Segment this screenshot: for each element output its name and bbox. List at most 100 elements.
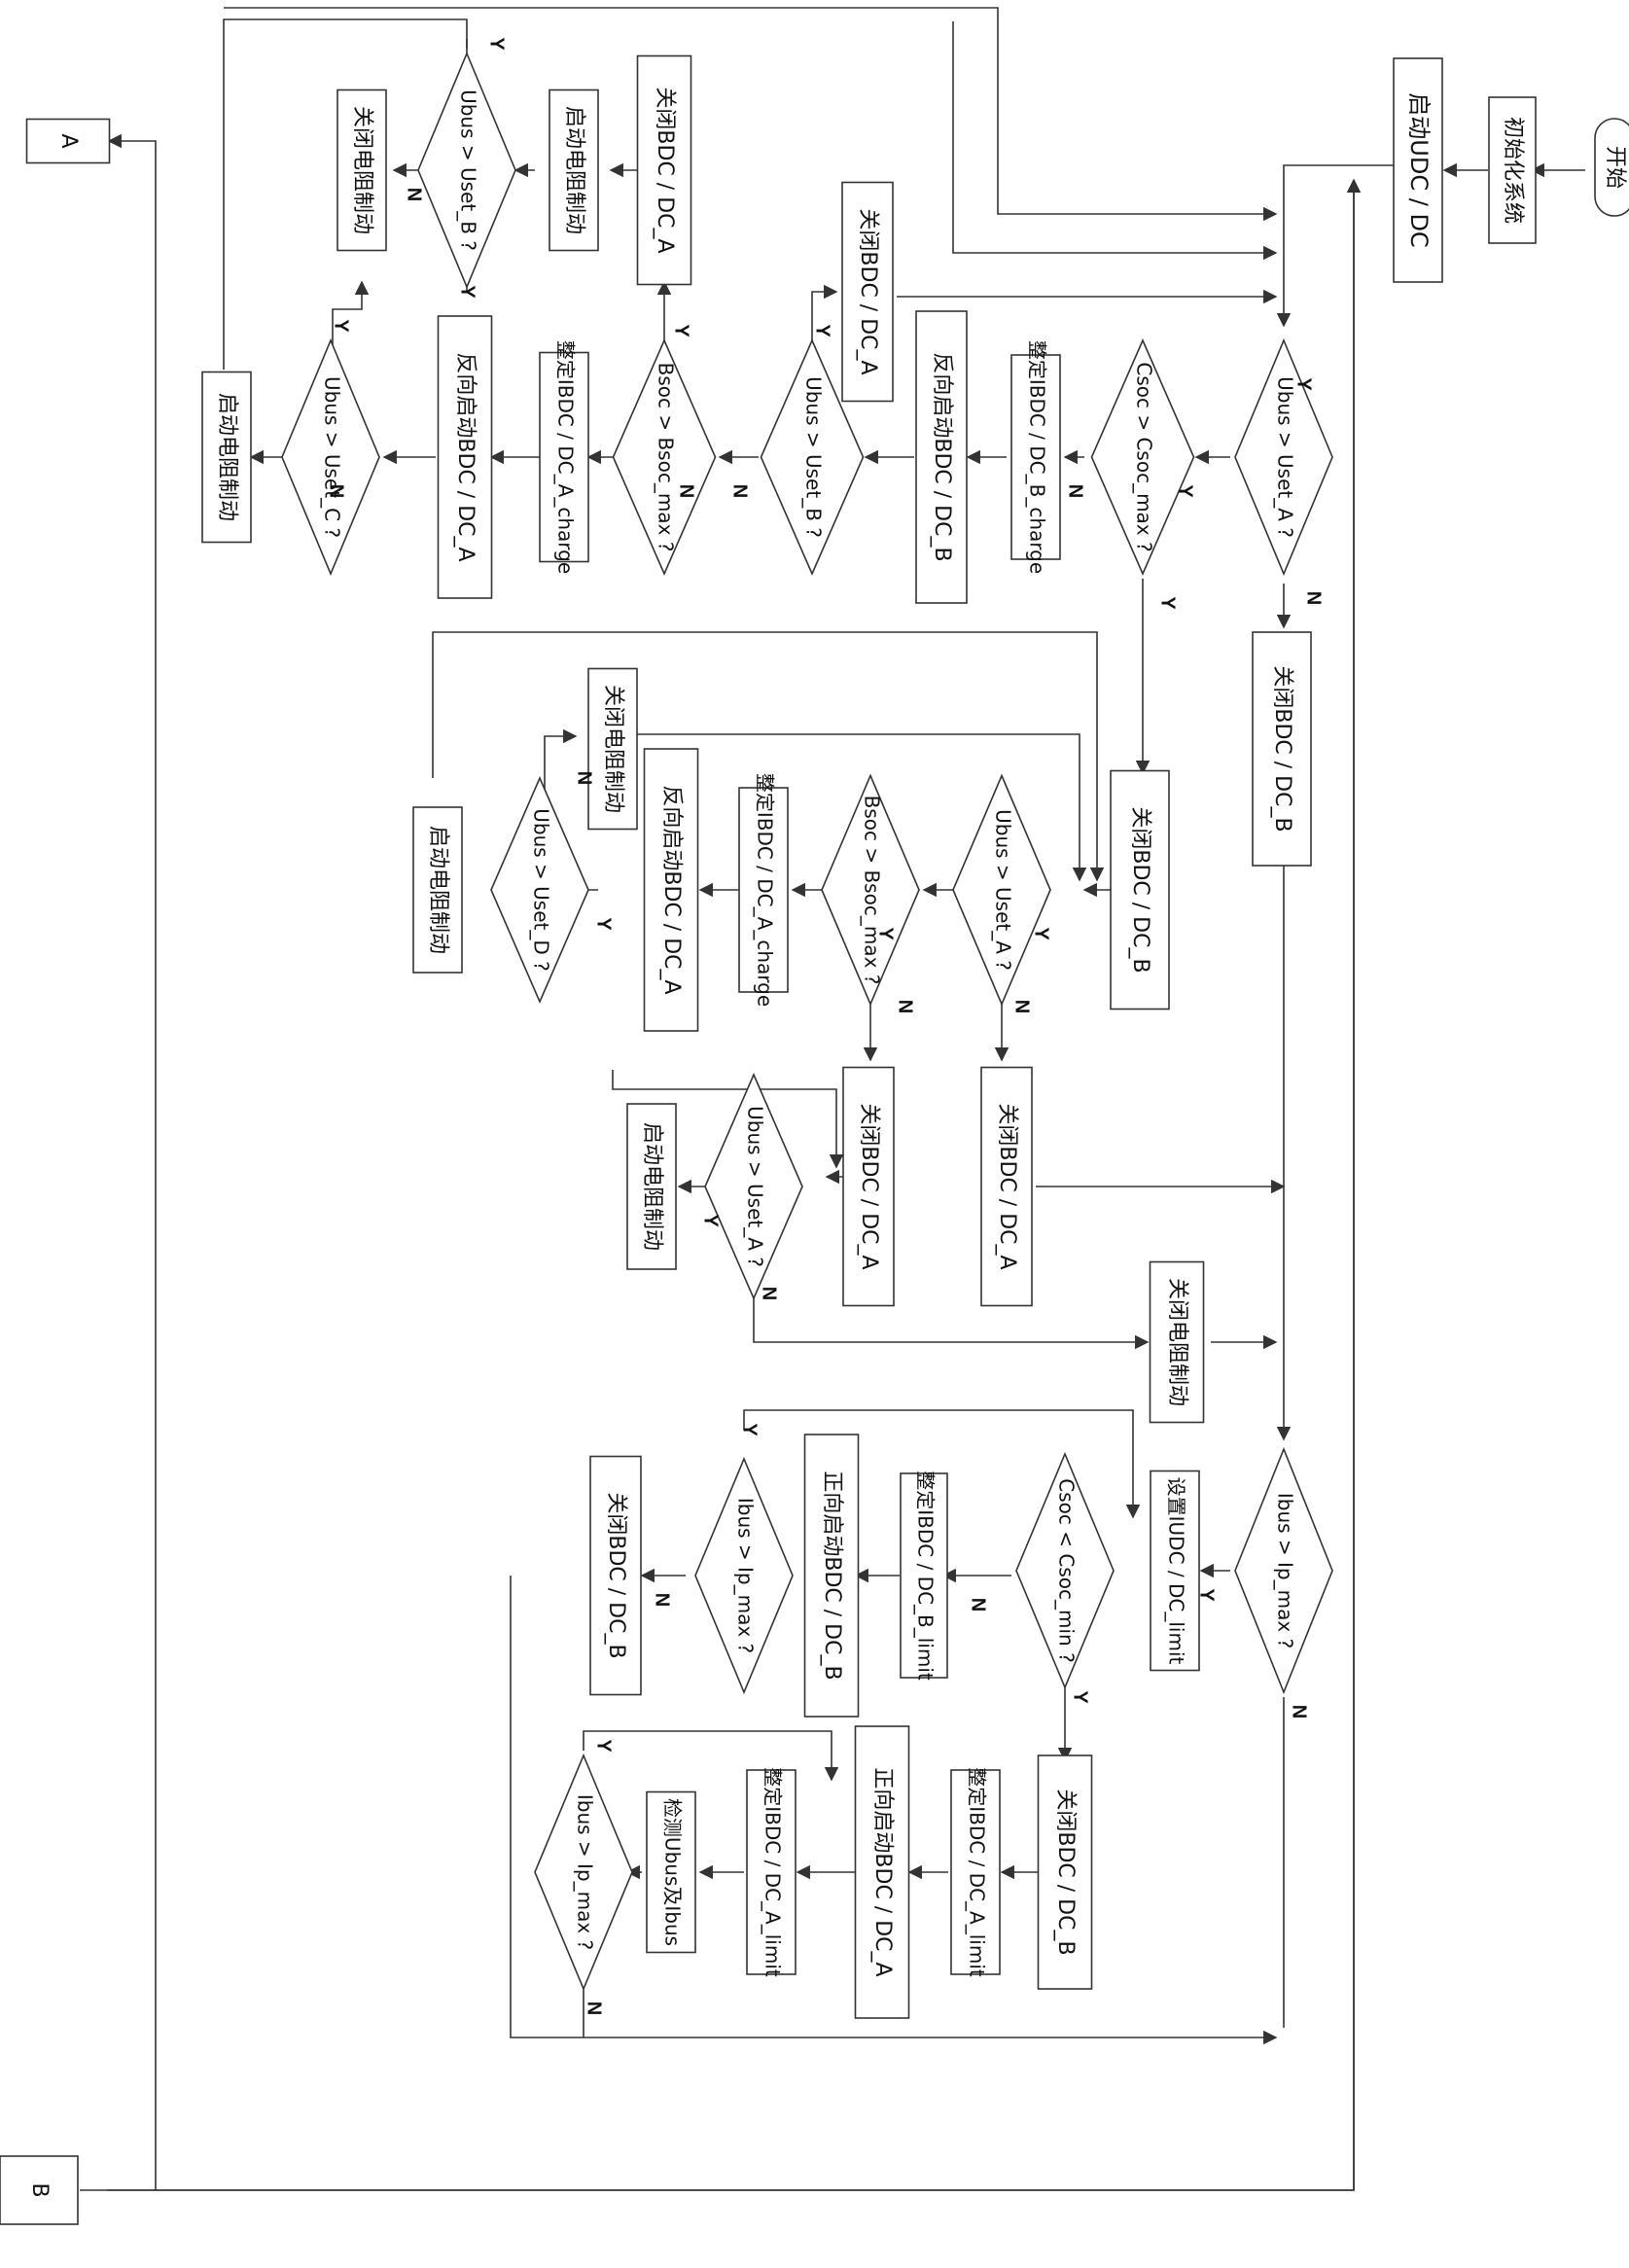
branch-label-yes: Y <box>1175 484 1196 498</box>
node-rev-start-a1: 反向启动BDC / DC_A <box>439 316 492 598</box>
connector <box>1284 165 1396 326</box>
branch-label-yes: Y <box>593 917 615 931</box>
node-label: 检测Ubus及Ibus <box>661 1798 685 1946</box>
node-init: 初始化系统 <box>1489 97 1536 243</box>
branch-label-yes: Y <box>812 324 833 337</box>
node-start-udc: 启动UDC / DC <box>1394 58 1442 282</box>
node-close-res4: 关闭电阻制动 <box>1151 1262 1204 1423</box>
node-close-a1: 关闭BDC / DC_A <box>842 183 893 402</box>
node-start-res3: 启动电阻制动 <box>413 807 462 973</box>
node-set-i-a-limit2: 整定IBDC / DC_A_limit <box>747 1767 796 1977</box>
node-start-res4: 启动电阻制动 <box>627 1104 676 1269</box>
branch-label-no: N <box>729 484 751 498</box>
node-close-b1: 关闭BDC / DC_B <box>1253 632 1311 866</box>
node-start-res2: 启动电阻制动 <box>202 372 251 543</box>
branch-label-yes: Y <box>1070 1690 1091 1704</box>
node-label: Ibus > Ip_max ? <box>734 1498 758 1653</box>
node-label: 开始 <box>1603 146 1627 189</box>
node-label: 正向启动BDC / DC_B <box>820 1471 844 1680</box>
node-label: 整定IBDC / DC_A_charge <box>554 340 578 574</box>
node-label: 关闭BDC / DC_A <box>857 1103 881 1269</box>
node-d-ubus-c: Ubus > Uset_C ? <box>282 340 379 574</box>
node-d-ubus-b2: Ubus > Uset_B ? <box>418 53 515 287</box>
node-label: 启动电阻制动 <box>426 826 450 954</box>
node-label: Ibus > Ip_max ? <box>574 1794 597 1950</box>
node-d-ibus-max1: Ibus > Ip_max ? <box>1235 1449 1332 1692</box>
node-label: 设置IUDC / DC_limit <box>1165 1477 1188 1665</box>
node-rev-start-a2: 反向启动BDC / DC_A <box>645 749 698 1031</box>
node-close-a3: 关闭BDC / DC_A <box>981 1068 1032 1306</box>
node-set-i-a-charge2: 整定IBDC / DC_A_charge <box>739 773 788 1007</box>
branch-label-no: N <box>404 188 425 201</box>
node-d-bsoc-max2: Bsoc > Bsoc_max ? <box>822 776 919 1005</box>
connector <box>333 282 362 350</box>
node-label: 启动电阻制动 <box>640 1122 664 1251</box>
branch-label-no: N <box>676 484 697 498</box>
node-label: Csoc < Csoc_min ? <box>1055 1478 1079 1662</box>
node-d-ubus-a1: Ubus > Uset_A ? <box>1235 340 1332 574</box>
node-close-b4: 关闭BDC / DC_B <box>1039 1755 1092 1989</box>
node-start-res1: 启动电阻制动 <box>549 90 598 251</box>
node-conn-a: A <box>27 120 110 163</box>
node-label: Ubus > Uset_B ? <box>457 89 480 251</box>
node-d-ibus-max3: Ibus > Ip_max ? <box>535 1755 632 1989</box>
node-label: Bsoc > Bsoc_max ? <box>655 363 678 552</box>
node-label: 整定IBDC / DC_B_charge <box>1026 340 1049 574</box>
node-set-i-b-charge: 整定IBDC / DC_B_charge <box>1011 340 1060 574</box>
node-label: Ubus > Uset_B ? <box>802 376 826 538</box>
node-label: 关闭BDC / DC_A <box>653 87 677 253</box>
connector <box>953 21 1276 253</box>
node-label: 关闭电阻制动 <box>350 106 374 234</box>
node-label: 反向启动BDC / DC_B <box>930 352 954 561</box>
branch-label-no: N <box>968 1598 989 1612</box>
branch-label-yes: Y <box>1293 377 1315 391</box>
node-label: B <box>27 2182 52 2197</box>
node-d-ubus-d: Ubus > Uset_D ? <box>491 778 588 1002</box>
node-label: 启动电阻制动 <box>562 106 586 234</box>
branch-label-no: N <box>326 484 347 498</box>
node-label: 反向启动BDC / DC_A <box>453 352 478 561</box>
node-set-i-b-limit: 整定IBDC / DC_B_limit <box>901 1471 947 1681</box>
connector <box>109 141 156 2190</box>
branch-label-no: N <box>1289 1705 1310 1719</box>
node-set-i-a-charge1: 整定IBDC / DC_A_charge <box>540 340 588 574</box>
node-close-b2: 关闭BDC / DC_B <box>1111 771 1169 1010</box>
node-label: Ubus > Uset_A ? <box>744 1106 767 1267</box>
node-label: 整定IBDC / DC_A_limit <box>761 1767 785 1977</box>
branch-label-yes: Y <box>739 1423 761 1436</box>
node-label: 启动UDC / DC <box>1405 92 1433 247</box>
connector <box>754 1274 1148 1342</box>
node-label: Bsoc > Bsoc_max ? <box>861 796 884 985</box>
branch-label-no: N <box>895 1000 916 1013</box>
node-label: Ubus > Uset_C ? <box>321 376 344 538</box>
node-label: Ubus > Uset_A ? <box>992 809 1015 971</box>
node-label: 整定IBDC / DC_A_limit <box>966 1767 989 1977</box>
node-label: 关闭电阻制动 <box>601 685 625 813</box>
node-label: Ibus > Ip_max ? <box>1274 1493 1297 1648</box>
node-set-i-udc: 设置IUDC / DC_limit <box>1151 1471 1199 1671</box>
node-label: Ubus > Uset_A ? <box>1274 376 1297 538</box>
node-close-b3: 关闭BDC / DC_B <box>590 1457 641 1695</box>
branch-label-yes: Y <box>1157 596 1179 610</box>
branch-label-yes: Y <box>1031 927 1052 940</box>
node-conn-b: B <box>0 2156 78 2224</box>
branch-label-no: N <box>1065 484 1086 498</box>
node-d-ibus-max2: Ibus > Ip_max ? <box>695 1459 793 1692</box>
node-d-ubus-a2: Ubus > Uset_A ? <box>953 776 1050 1005</box>
branch-label-no: N <box>1011 1000 1033 1013</box>
node-fwd-start-b: 正向启动BDC / DC_B <box>805 1435 859 1717</box>
node-label: 正向启动BDC / DC_A <box>870 1767 895 1976</box>
node-detect: 检测Ubus及Ibus <box>647 1792 695 1953</box>
node-label: 关闭电阻制动 <box>1165 1278 1189 1406</box>
node-start: 开始 <box>1595 119 1629 216</box>
branch-label-no: N <box>652 1593 673 1607</box>
node-close-a4: 关闭BDC / DC_A <box>843 1068 894 1306</box>
branch-label-yes: Y <box>671 324 692 337</box>
node-label: A <box>56 133 81 148</box>
branch-label-no: N <box>759 1287 780 1300</box>
branch-label-no: N <box>574 771 595 785</box>
branch-label-no: N <box>1303 591 1325 605</box>
node-label: 反向启动BDC / DC_A <box>659 785 684 994</box>
